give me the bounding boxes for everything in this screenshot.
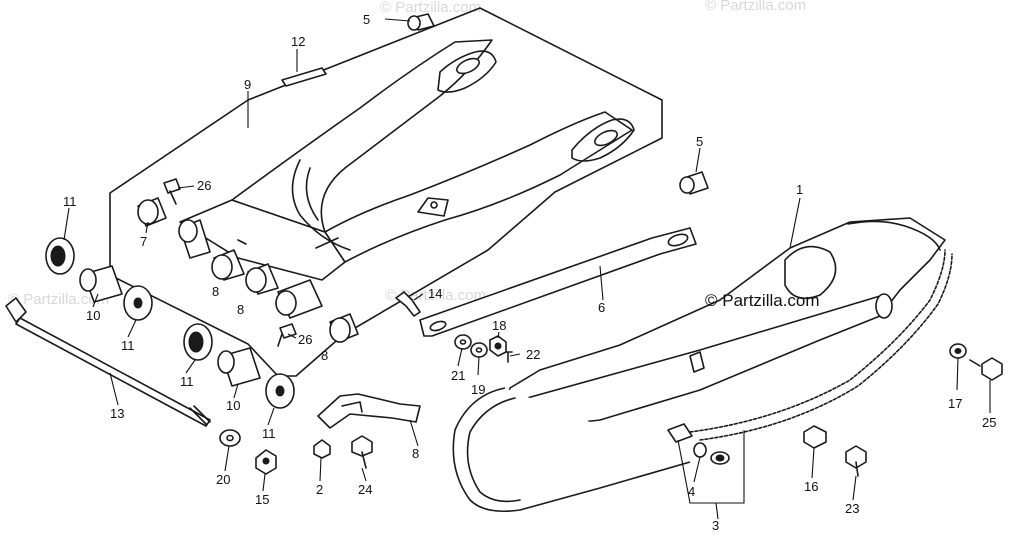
chain-case-1 <box>452 217 946 513</box>
part-label-10-lower: 10 <box>226 398 240 413</box>
part-label-19: 19 <box>471 382 485 397</box>
copyright-text: © Partzilla.com <box>705 291 820 310</box>
watermark-top-right: © Partzilla.com <box>705 0 806 14</box>
part-label-8-b: 8 <box>212 284 219 299</box>
washer-17 <box>949 343 967 359</box>
bolt-25 <box>969 357 1003 381</box>
chain-adjuster-6 <box>419 227 697 337</box>
tape-12 <box>281 67 327 87</box>
part-label-14: 14 <box>428 286 442 301</box>
part-label-17: 17 <box>948 396 962 411</box>
part-label-11-mid: 11 <box>121 338 135 353</box>
collar-10-lower <box>217 347 261 387</box>
part-label-8-d: 8 <box>321 348 328 363</box>
watermark-top-center: © Partzilla.com <box>380 0 481 16</box>
part-label-24: 24 <box>358 482 372 497</box>
pivot-bolt-13 <box>5 297 211 427</box>
part-label-5-right: 5 <box>696 134 703 149</box>
part-label-20: 20 <box>216 472 230 487</box>
bushing-8-top-left <box>137 197 167 227</box>
washer-19 <box>470 342 488 358</box>
watermark-left: © Partzilla.com <box>8 291 109 308</box>
part-label-4: 4 <box>688 484 695 499</box>
washer-20 <box>219 429 241 447</box>
grease-fitting-26-top <box>163 178 181 205</box>
part-label-10-upper: 10 <box>86 308 100 323</box>
part-label-16: 16 <box>804 479 818 494</box>
bolt-14 <box>395 291 421 317</box>
part-label-11-lower: 11 <box>180 374 194 389</box>
grease-fitting-26-bottom <box>277 323 297 347</box>
bushing-8-lower <box>329 313 359 343</box>
part-label-2: 2 <box>316 482 323 497</box>
part-label-22: 22 <box>526 347 540 362</box>
part-label-12: 12 <box>291 34 305 49</box>
seal-11-lower <box>183 323 213 361</box>
part-label-7: 8 <box>412 446 419 461</box>
swingarm <box>179 39 635 281</box>
part-label-23: 23 <box>845 501 859 516</box>
seal-11-top <box>45 237 75 275</box>
part-label-21: 21 <box>451 368 465 383</box>
part-label-11-top: 11 <box>63 194 77 209</box>
part-label-6: 6 <box>598 300 605 315</box>
part-label-5-top: 5 <box>363 12 370 27</box>
bolt-23 <box>845 445 867 477</box>
part-label-9: 9 <box>244 77 251 92</box>
nut-15 <box>255 449 277 475</box>
part-label-18: 18 <box>492 318 506 333</box>
bushing-8-mid-right <box>245 263 279 295</box>
part-label-15: 15 <box>255 492 269 507</box>
part-labels: 5 12 9 26 11 7 5 1 8 8 8 14 26 6 10 11 1… <box>63 12 996 533</box>
bolt-24 <box>351 435 373 469</box>
pin-22 <box>505 351 513 363</box>
part-label-11-bottom: 11 <box>262 426 276 441</box>
bracket-7 <box>317 393 421 429</box>
part-label-1: 1 <box>796 182 803 197</box>
part-label-13: 13 <box>110 406 124 421</box>
part-label-3: 3 <box>712 518 719 533</box>
bushing-8-mid-left <box>211 249 245 281</box>
swingarm-outline-box <box>109 7 663 377</box>
drive-chain-3 <box>689 249 953 441</box>
pivot-tube-8 <box>275 279 323 319</box>
leader-lines <box>63 18 991 520</box>
washer-11-mid <box>123 285 153 321</box>
part-label-8-a: 7 <box>140 234 147 249</box>
part-label-26-top: 26 <box>197 178 211 193</box>
washer-21 <box>454 334 472 350</box>
collar-10-upper <box>79 265 123 303</box>
nut-18 <box>489 335 507 357</box>
bushing-8-upper <box>178 219 211 259</box>
master-link-4 <box>667 423 730 465</box>
washer-11-bottom <box>265 373 295 409</box>
bushing-5-top <box>407 13 435 31</box>
part-label-26-bottom: 26 <box>298 332 312 347</box>
part-label-25: 25 <box>982 415 996 430</box>
bushing-5-right <box>679 171 709 195</box>
nut-2 <box>313 439 331 459</box>
nut-16 <box>803 425 827 449</box>
part-label-8-c: 8 <box>237 302 244 317</box>
